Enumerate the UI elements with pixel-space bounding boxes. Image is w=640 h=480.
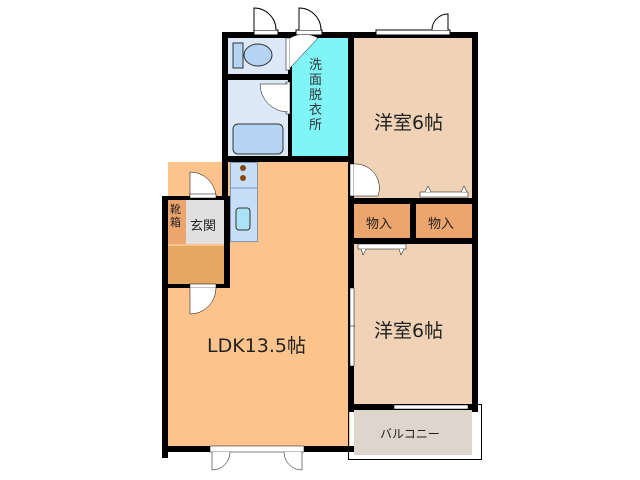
toilet-bowl — [243, 43, 273, 67]
shoe-box-label: 靴 箱 — [170, 203, 181, 229]
wall — [354, 238, 472, 244]
washroom-label: 洗 面 脱 衣 所 — [309, 58, 322, 133]
bathtub — [232, 123, 284, 155]
entrance — [186, 200, 224, 244]
closet-2 — [416, 204, 472, 238]
washroom — [292, 38, 348, 156]
balcony — [354, 410, 472, 455]
washroom-char: 洗 — [309, 58, 323, 73]
wall — [228, 74, 288, 80]
top-door-toilet — [253, 7, 279, 36]
washroom-char: 面 — [309, 73, 323, 88]
entrance-label: 玄関 — [190, 219, 217, 234]
closet-1-label: 物入 — [366, 217, 393, 232]
wall — [222, 156, 354, 162]
top-window-room1 — [375, 13, 451, 36]
washroom-char: 所 — [309, 118, 323, 133]
closet-1 — [354, 204, 410, 238]
wall — [410, 204, 416, 240]
shoe-box-char: 靴 — [170, 203, 181, 216]
closet-2-label: 物入 — [428, 217, 455, 232]
sink — [235, 207, 251, 231]
top-door-washroom — [295, 7, 323, 36]
ldk-label: LDK13.5帖 — [207, 335, 306, 357]
wall — [222, 32, 228, 200]
entry-step — [168, 246, 224, 284]
western-room-2-label: 洋室6帖 — [374, 320, 444, 342]
balcony-label: バルコニー — [380, 427, 440, 441]
toilet-tank — [232, 42, 244, 69]
western-room-2 — [354, 244, 472, 404]
wall — [224, 196, 230, 288]
shoe-box-char: 箱 — [170, 216, 181, 229]
western-room-1-label: 洋室6帖 — [374, 112, 444, 134]
wall — [348, 32, 354, 412]
shoe-box — [168, 200, 186, 244]
washroom-char: 衣 — [309, 103, 323, 118]
wall — [472, 32, 478, 412]
wall — [162, 196, 168, 458]
wall — [354, 198, 472, 204]
washroom-char: 脱 — [309, 88, 323, 103]
